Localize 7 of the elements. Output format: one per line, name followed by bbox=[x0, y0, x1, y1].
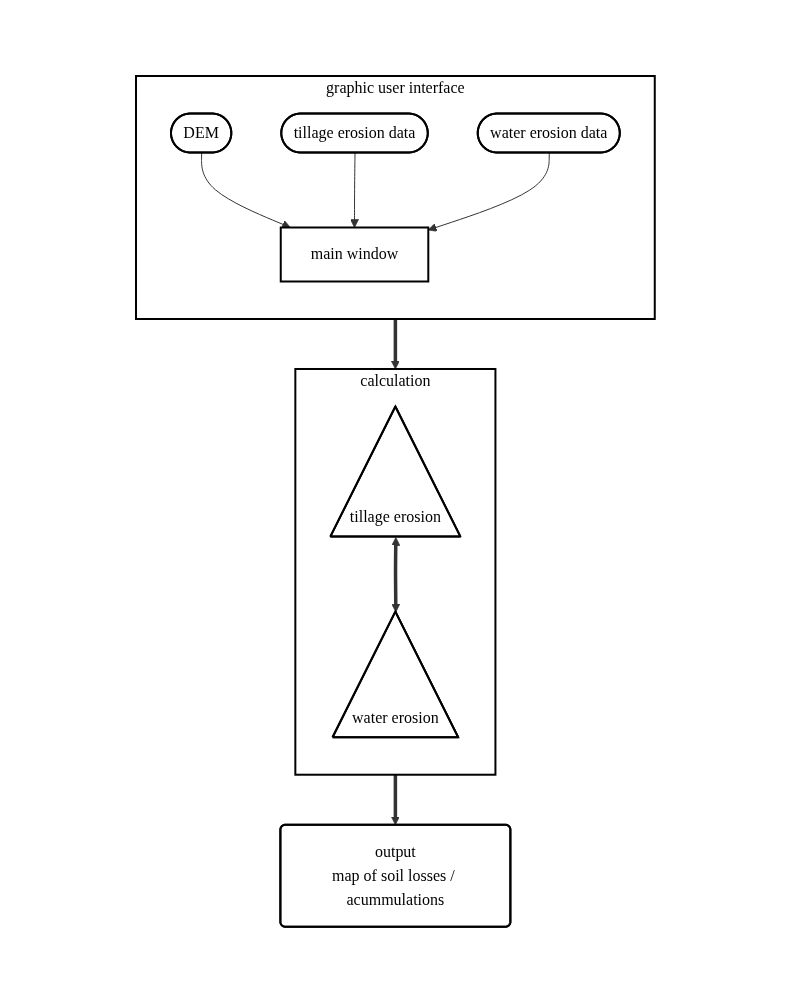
arrow bbox=[200, 152, 291, 229]
arrow bbox=[349, 152, 359, 229]
node-box: main window bbox=[279, 226, 429, 283]
arrow bbox=[390, 319, 400, 370]
arrow bbox=[427, 152, 550, 232]
arrow bbox=[391, 537, 400, 613]
arrow bbox=[390, 774, 400, 826]
